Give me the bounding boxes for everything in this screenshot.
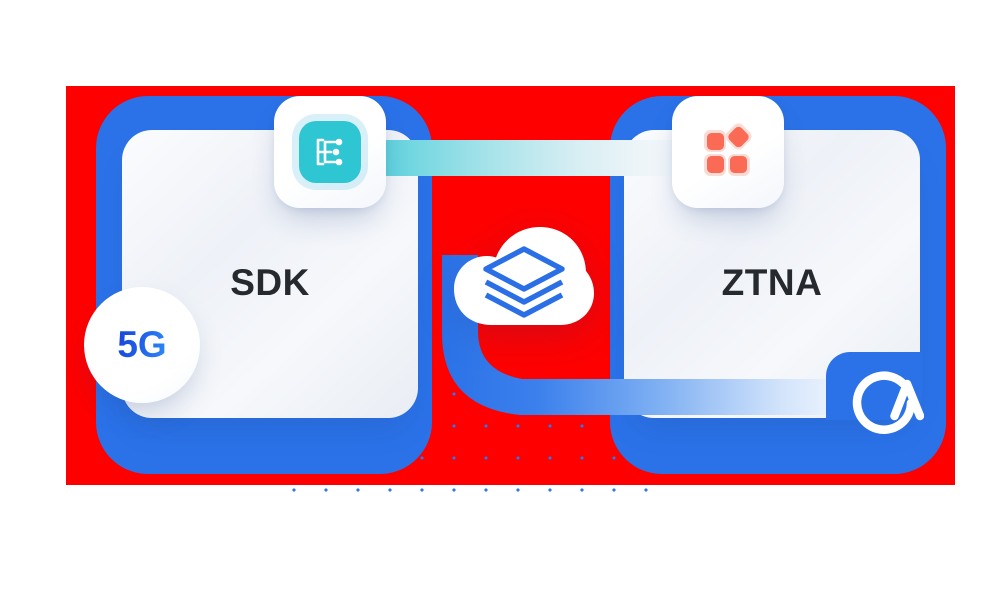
layer-stack [483,246,565,318]
logo-chevron [890,379,925,421]
cloud-shape [454,227,594,325]
node-dot-bottom [335,158,343,166]
network-badge[interactable]: 5G [84,287,200,403]
node-dot-top [335,138,343,146]
grid-blocks-chip [697,121,759,183]
grid-blocks-core [707,126,749,173]
circular-arrow-a-icon [852,371,925,434]
network-badge-label: 5G [117,324,167,365]
logo-ring [852,371,916,434]
grid-blocks-icon [704,123,752,176]
brand-logo[interactable] [850,366,925,440]
top-link-connector [330,140,712,176]
node-dot-mid [332,148,340,156]
sdk-label: SDK [230,262,310,303]
node-tree-icon [316,138,343,166]
cloud-layers-icon [454,227,594,325]
cloud-node[interactable] [452,215,596,333]
ztna-label: ZTNA [721,262,823,303]
sdk-tile[interactable] [274,96,386,208]
node-tree-chip [299,121,361,183]
ztna-tile[interactable] [672,96,784,208]
